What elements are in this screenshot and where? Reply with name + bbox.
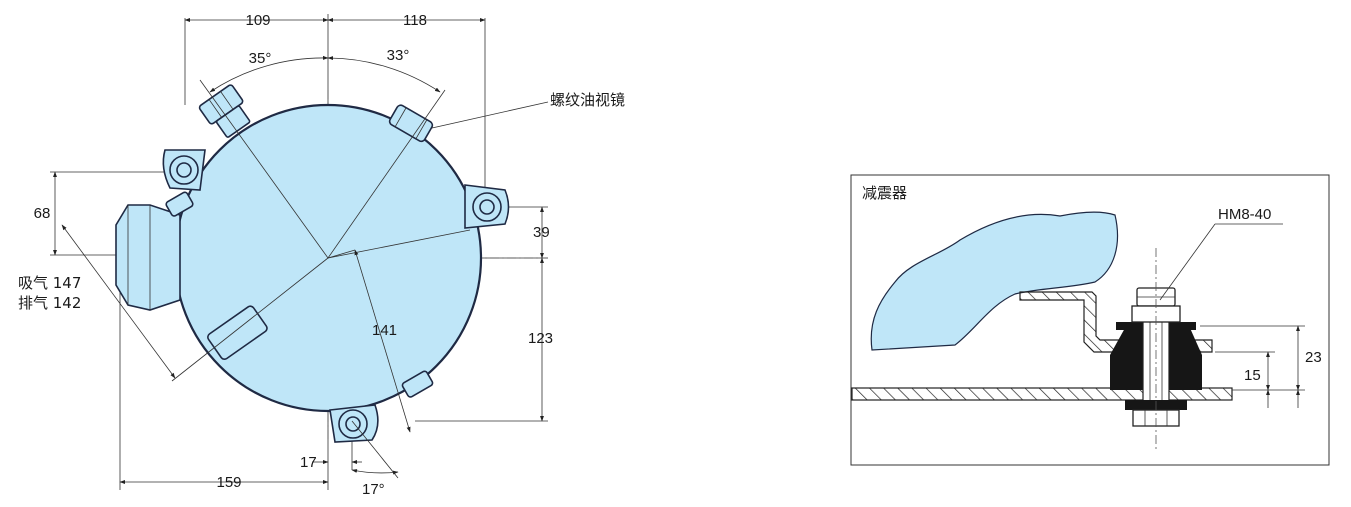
compressor-top-view: 109 118 35° 33° 螺纹油视镜 68 吸气 147 排气 142 3… (18, 12, 625, 498)
angle-17: 17° (362, 481, 385, 498)
compressor-cutaway (870, 211, 1119, 351)
dim-159: 159 (216, 474, 241, 491)
dim-17: 17 (300, 454, 317, 471)
top-left-fitting (198, 84, 251, 138)
base-plate (851, 387, 1233, 401)
port-tube (207, 305, 268, 361)
label-discharge: 排气 142 (18, 294, 81, 312)
angle-33: 33° (387, 47, 410, 64)
dim-123: 123 (528, 330, 553, 347)
angle-35: 35° (249, 50, 272, 67)
dim-15: 15 (1244, 367, 1261, 384)
dim-141: 141 (372, 322, 397, 339)
sight-glass-fitting (388, 104, 434, 143)
dim-39: 39 (533, 224, 550, 241)
dim-109: 109 (245, 12, 270, 29)
label-suction: 吸气 147 (18, 274, 81, 292)
part-label: HM8-40 (1218, 206, 1271, 223)
dim-118: 118 (403, 12, 427, 29)
label-sight-glass: 螺纹油视镜 (550, 91, 625, 109)
side-fitting (165, 191, 194, 217)
dim-23: 23 (1305, 349, 1322, 366)
dim-68: 68 (34, 205, 51, 222)
suction-discharge-connector (115, 204, 181, 311)
mounting-foot-right (464, 184, 510, 229)
mounting-foot-left (162, 149, 206, 191)
detail-title: 减震器 (862, 184, 907, 202)
damper-detail-view: 减震器 HM8-40 (850, 174, 1330, 466)
